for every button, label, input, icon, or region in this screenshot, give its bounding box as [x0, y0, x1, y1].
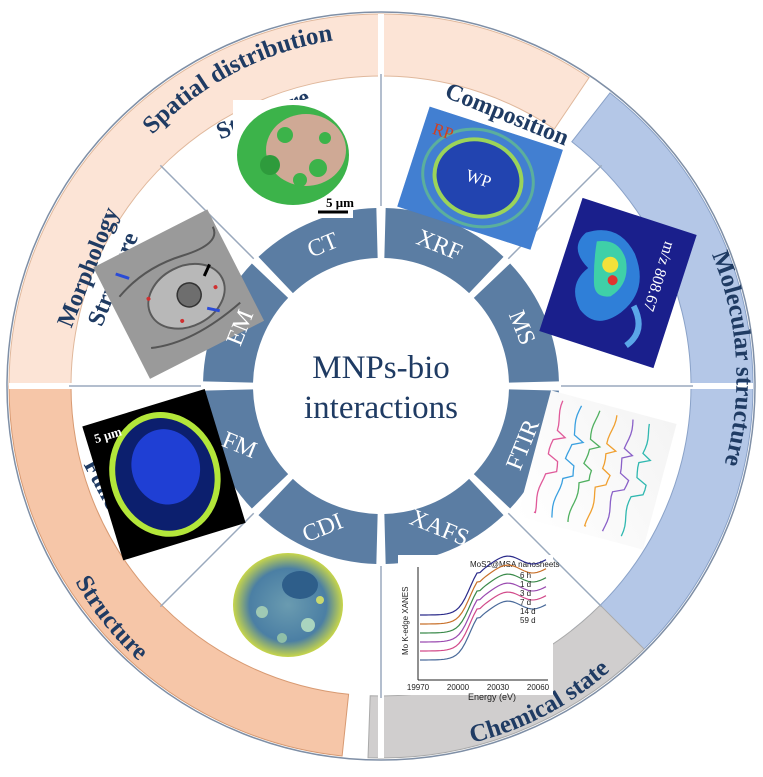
technique-segment	[384, 478, 504, 564]
xafs-legend-item: 59 d	[520, 616, 536, 625]
xafs-legend: 6 h1 d3 d7 d14 d59 d	[520, 571, 536, 625]
ftir-spectra-lines	[533, 400, 652, 537]
technique-segment	[258, 478, 378, 564]
center-title-line2: interactions	[304, 390, 458, 426]
xafs-tick: 20060	[527, 683, 550, 692]
xafs-curve	[419, 564, 547, 625]
xafs-curve	[419, 573, 547, 634]
xafs-curves	[419, 555, 547, 661]
xafs-tick: 20030	[487, 683, 510, 692]
em-morphology-image	[93, 209, 265, 379]
xafs-curve	[419, 600, 547, 661]
technique-segment	[473, 389, 559, 509]
xafs-legend-item: 6 h	[520, 571, 531, 580]
ftir-spectrum-line	[551, 405, 585, 518]
xafs-tick: 19970	[407, 683, 430, 692]
xafs-curve	[419, 555, 547, 616]
xafs-x-label: Energy (eV)	[468, 692, 516, 702]
technique-segment	[203, 389, 289, 509]
ct-scale-label: 5 μm	[326, 195, 354, 210]
center-title-line1: MNPs-bio	[312, 350, 450, 386]
minor-divider	[507, 512, 603, 608]
xafs-title: MoS2@MSA nanosheets	[470, 560, 560, 569]
fm-function-image: 5 μm	[82, 389, 246, 561]
band-spatial-distribution	[8, 13, 590, 387]
ftir-spectrum-line	[601, 419, 634, 532]
xafs-legend-item: 7 d	[520, 598, 531, 607]
center-circle	[254, 259, 508, 513]
xafs-curve	[419, 582, 547, 643]
ct-structure-image: 5 μm	[233, 100, 354, 218]
technique-segment	[473, 263, 559, 383]
xrf-composition-image: RP WP	[397, 106, 563, 250]
ftir-spectra-image	[517, 390, 677, 550]
xafs-tick-labels: 19970 20000 20030 20060	[407, 683, 550, 692]
xafs-tick: 20000	[447, 683, 470, 692]
xafs-legend-item: 14 d	[520, 607, 536, 616]
xafs-legend-item: 3 d	[520, 589, 531, 598]
minor-divider	[159, 512, 255, 608]
technique-segment	[258, 208, 378, 294]
ftir-spectrum-line	[620, 423, 652, 537]
cdi-structure-image	[233, 553, 343, 657]
xafs-y-label: Mo K-edge XANES	[401, 587, 410, 655]
xafs-legend-item: 1 d	[520, 580, 531, 589]
ftir-spectrum-line	[583, 415, 618, 527]
xafs-chart: MoS2@MSA nanosheets Mo K-edge XANES Ener…	[398, 555, 560, 702]
ms-molecular-image: m/z 808.67	[539, 197, 697, 369]
segment-dividers	[9, 14, 753, 758]
ftir-spectrum-line	[567, 410, 602, 523]
technique-segment	[384, 208, 504, 294]
ftir-spectrum-line	[533, 400, 567, 514]
xafs-curve	[419, 591, 547, 652]
